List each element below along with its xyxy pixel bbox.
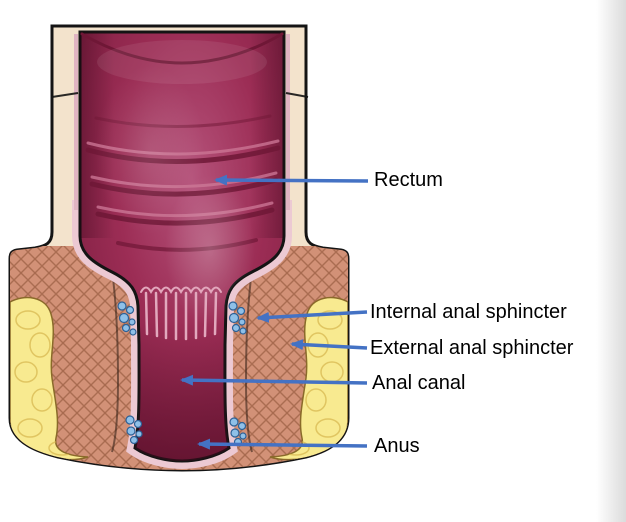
label-anus: Anus xyxy=(374,435,420,457)
wall-cut-mark-right xyxy=(285,92,309,98)
pointer-arrows xyxy=(180,174,369,450)
arrow-anus xyxy=(197,438,368,450)
hemorrhoidal-veins-upper-right xyxy=(228,301,247,335)
arrow-rectum xyxy=(214,174,369,186)
arrow-external-anal-sphincter xyxy=(290,339,368,351)
label-anal-canal: Anal canal xyxy=(372,372,466,394)
arrow-internal-anal-sphincter xyxy=(256,310,368,323)
wall-cut-mark-left xyxy=(51,92,79,98)
label-external-anal-sphincter: External anal sphincter xyxy=(370,337,574,359)
label-internal-anal-sphincter: Internal anal sphincter xyxy=(370,301,567,323)
hemorrhoidal-veins-upper-left xyxy=(117,301,137,336)
anal-columns xyxy=(140,286,222,341)
arrow-anal-canal xyxy=(180,374,368,386)
fat-pad-left xyxy=(10,296,89,461)
label-rectum: Rectum xyxy=(374,169,443,191)
hemorrhoidal-veins-lower-left xyxy=(125,415,143,445)
internal-sphincter-boundary-left xyxy=(111,269,120,453)
